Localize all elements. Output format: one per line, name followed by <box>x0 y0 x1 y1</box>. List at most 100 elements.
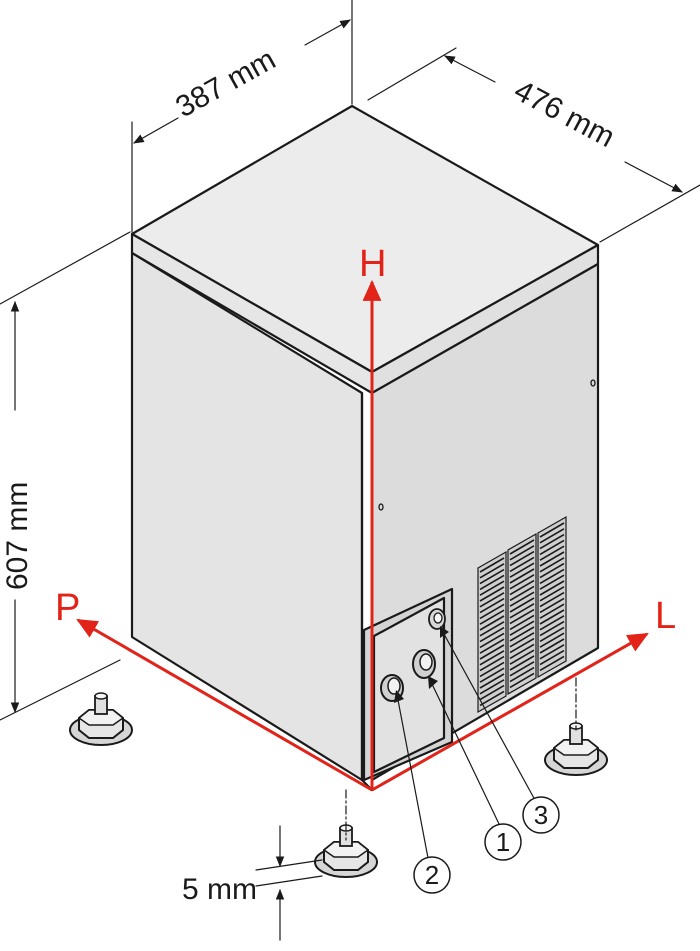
grille-slat <box>509 597 535 613</box>
grille-slat <box>479 568 505 585</box>
foot-left <box>69 692 133 746</box>
grille-slat <box>539 597 565 614</box>
grille-slat <box>539 557 565 573</box>
foot-hex-top <box>322 841 370 858</box>
callout-1-label: 1 <box>496 827 510 857</box>
grille-slat <box>509 591 535 607</box>
height-dimension-label: 607 mm <box>1 482 34 590</box>
callout-2-circle <box>413 856 451 894</box>
grille-slat <box>539 580 565 596</box>
grille-slat <box>509 603 535 619</box>
callout-1: 1 <box>428 676 522 861</box>
grille-slat <box>479 574 505 591</box>
grille-slat <box>509 568 535 584</box>
grille-slat <box>509 626 535 642</box>
grille-slat <box>479 563 505 579</box>
callout-3-arrowhead <box>440 626 449 638</box>
grille-slat <box>539 533 565 550</box>
grille-slat <box>509 637 535 654</box>
grille-slat <box>539 626 565 643</box>
connection-panel-plate <box>372 596 446 774</box>
grille-slat <box>509 608 535 625</box>
grille-slat <box>479 580 505 596</box>
grille-slat <box>539 562 565 579</box>
grille-slat <box>509 585 535 602</box>
grille-slat <box>539 539 565 556</box>
grille-slat <box>479 650 505 666</box>
callout-3: 3 <box>440 626 560 834</box>
grille-slat <box>539 609 565 625</box>
grille-slat <box>539 620 565 637</box>
grille-slat <box>509 556 535 573</box>
grille-slat <box>539 522 565 538</box>
grille-slat <box>539 644 565 660</box>
width-dimension-label: 387 mm <box>170 43 281 124</box>
axis-l-arrow <box>371 632 649 792</box>
callout-2-label: 2 <box>425 860 439 890</box>
grille-slat <box>479 638 505 654</box>
depth-arrow-back <box>444 55 496 83</box>
callout-2: 2 <box>394 690 451 894</box>
grille-slat <box>539 603 565 619</box>
grille-slat <box>509 550 535 567</box>
grille-slat <box>479 609 505 625</box>
grille-slat <box>509 655 535 671</box>
grille-slat <box>509 545 535 561</box>
grille-slat <box>479 655 505 672</box>
callout-3-leader <box>443 633 536 801</box>
grille-slat <box>539 545 565 561</box>
connection-panel <box>362 587 454 782</box>
grille-column <box>537 515 567 679</box>
screw-hole-right <box>590 379 596 387</box>
grille-slat <box>539 632 565 648</box>
callout-3-label: 3 <box>534 800 548 830</box>
height-extension-bottom <box>0 659 121 721</box>
grille-slat <box>479 621 505 637</box>
screw-hole-left <box>378 503 384 511</box>
grille-slat <box>539 568 565 585</box>
callout-1-leader <box>431 683 501 827</box>
grille-slat <box>539 655 565 672</box>
depth-arrow-front <box>624 161 683 193</box>
width-arrow-left <box>133 117 179 144</box>
grille-slat <box>509 579 535 596</box>
height-extension-top <box>0 231 131 305</box>
grille-slat <box>479 615 505 631</box>
grille-slat <box>479 597 505 614</box>
clearance-dimension-label: 5 mm <box>182 873 257 906</box>
grille-slat <box>509 574 535 590</box>
foot-stud-top <box>94 692 108 700</box>
clearance-extension-top <box>255 859 323 871</box>
grille-slat <box>479 679 505 695</box>
depth-extension-back <box>367 47 457 101</box>
callout-2-arrowhead <box>394 690 404 703</box>
grille-column <box>477 550 507 714</box>
grille-slat <box>539 586 565 602</box>
clearance-extension-bottom <box>255 875 323 887</box>
callout-2-leader <box>397 699 429 859</box>
foot-hex-top <box>77 709 125 726</box>
grille-slat <box>509 649 535 665</box>
callouts: 1 2 3 <box>394 626 560 894</box>
ventilation-grille <box>477 515 567 714</box>
callout-1-arrowhead <box>428 676 438 689</box>
foot-hex-top <box>552 739 600 756</box>
grille-slat <box>479 684 505 701</box>
grille-slat <box>509 614 535 631</box>
grille-slat <box>479 586 505 602</box>
grille-slat <box>509 562 535 578</box>
grille-slat <box>509 666 535 683</box>
grille-column <box>507 532 537 696</box>
grille-slat <box>479 667 505 683</box>
depth-dimension-label: 476 mm <box>509 74 620 154</box>
grille-slat <box>479 557 505 573</box>
fitting-3 <box>428 608 446 630</box>
axis-l-label: L <box>655 595 676 637</box>
axis-h-label: H <box>359 243 386 285</box>
fitting-1 <box>412 649 436 679</box>
callout-1-circle <box>484 823 522 861</box>
foot-right <box>544 722 608 776</box>
grille-slat <box>479 673 505 689</box>
